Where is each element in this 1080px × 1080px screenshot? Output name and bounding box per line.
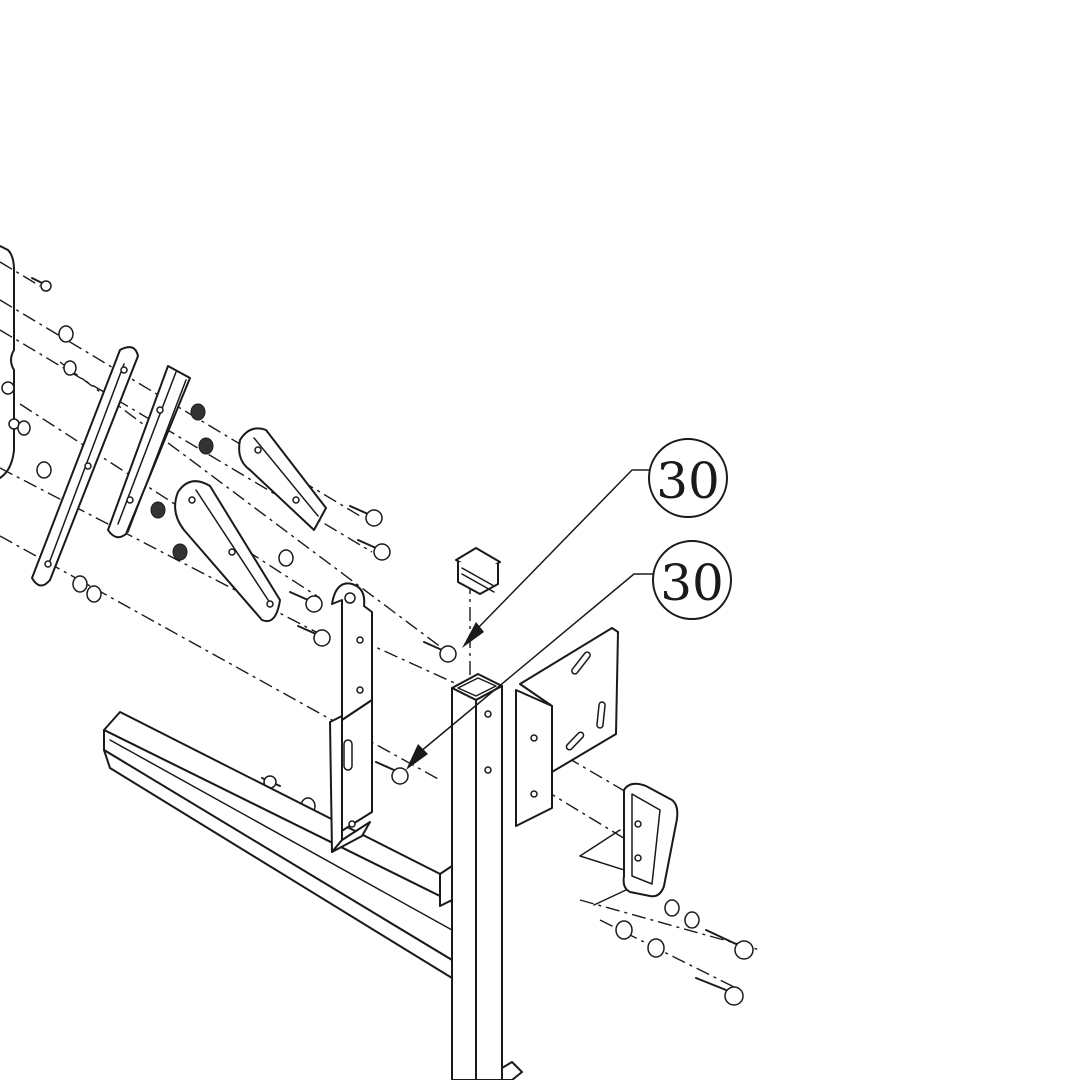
bottom-fitting: [501, 1061, 523, 1080]
bolt: [375, 761, 409, 785]
frame-rail: [103, 711, 453, 979]
bolt: [31, 277, 52, 292]
washers: [17, 325, 700, 958]
bolt: [423, 641, 457, 663]
bolt: [357, 539, 391, 561]
left-mounting-plate: [0, 245, 20, 479]
callout-30-lower: 30: [406, 540, 732, 770]
vertical-square-tube: [451, 673, 503, 1080]
pivot-bracket-upper: [238, 427, 327, 531]
callout-30-upper: 30: [462, 438, 728, 648]
bolt: [695, 977, 744, 1006]
bolt: [261, 775, 281, 789]
tube-end-cap: [455, 547, 501, 595]
bolt: [289, 591, 323, 613]
bolts: [31, 277, 754, 1006]
assembly-axis-lines: [0, 261, 761, 991]
foot-bracket: [622, 782, 679, 898]
bolt: [297, 625, 331, 647]
slotted-link-bar: [31, 346, 139, 587]
callout-label: 30: [660, 554, 724, 612]
channel-bar: [107, 365, 191, 539]
bolt: [349, 505, 383, 527]
slotted-angle-plate: [515, 627, 619, 827]
bolt: [705, 929, 754, 960]
upright-hinge-bracket: [329, 582, 373, 853]
callout-label: 30: [656, 452, 720, 510]
pivot-bracket-lower: [174, 480, 281, 622]
